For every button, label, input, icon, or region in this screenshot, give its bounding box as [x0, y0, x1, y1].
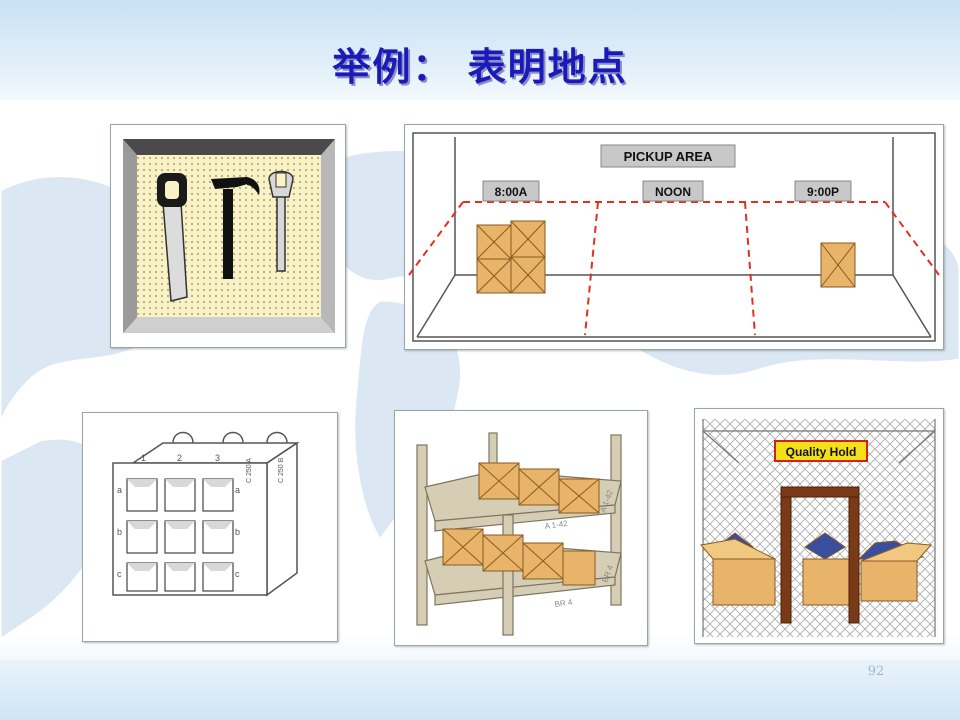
- bin-column-2: 2: [177, 453, 182, 463]
- quality-hold-panel: Quality Hold: [694, 408, 944, 644]
- wrench-icon: [268, 170, 294, 272]
- bin-side-label-b: C 250 B: [278, 457, 285, 483]
- tool-pegboard-panel: [110, 124, 346, 348]
- held-boxes: [700, 532, 933, 606]
- header-band: [0, 0, 960, 100]
- bin-row-c-right: c: [235, 569, 240, 579]
- pickup-area-sign: PICKUP AREA: [624, 149, 713, 164]
- bin-row-b-right: b: [235, 527, 240, 537]
- pegboard-illustration: [123, 139, 335, 333]
- storage-bins-illustration: 1 2 3 a b c a b c C 250 A C 250 B: [83, 413, 337, 641]
- door-frame: [780, 486, 860, 624]
- bin-row-b: b: [117, 527, 122, 537]
- quality-hold-illustration: Quality Hold: [700, 419, 936, 637]
- bin-column-1: 1: [141, 453, 146, 463]
- box-stack-morning: [476, 220, 546, 294]
- bin-column-3: 3: [215, 453, 220, 463]
- footer-band: [0, 660, 960, 720]
- pickup-area-illustration: PICKUP AREA 8:00A NOON 9:00P: [405, 125, 943, 349]
- box-stack-evening: [820, 242, 856, 288]
- bin-side-label-a: C 250 A: [246, 458, 253, 483]
- slot-label-8am: 8:00A: [495, 185, 528, 199]
- slot-label-noon: NOON: [655, 185, 691, 199]
- bin-row-c: c: [117, 569, 122, 579]
- storage-rack-panel: A 1-42 A 1-42 BR 4 BR 4: [394, 410, 648, 646]
- bin-grid: [126, 478, 234, 592]
- saw-icon: [157, 173, 188, 302]
- bin-row-a: a: [117, 485, 122, 495]
- rack-boxes: [442, 462, 600, 586]
- slide-title: 举例： 表明地点: [332, 44, 628, 89]
- rack-label-lower-front: BR 4: [554, 598, 573, 609]
- pickup-area-panel: PICKUP AREA 8:00A NOON 9:00P: [404, 124, 944, 350]
- pickup-zone-lines: [408, 201, 940, 336]
- hammer-icon: [211, 177, 260, 279]
- storage-rack-illustration: A 1-42 A 1-42 BR 4 BR 4: [395, 411, 647, 645]
- slot-label-9pm: 9:00P: [807, 185, 839, 199]
- storage-bins-panel: 1 2 3 a b c a b c C 250 A C 250 B: [82, 412, 338, 642]
- bin-row-a-right: a: [235, 485, 240, 495]
- rack-label-upper-front: A 1-42: [544, 519, 569, 531]
- quality-hold-sign: Quality Hold: [786, 445, 857, 459]
- page-number: 92: [867, 664, 885, 679]
